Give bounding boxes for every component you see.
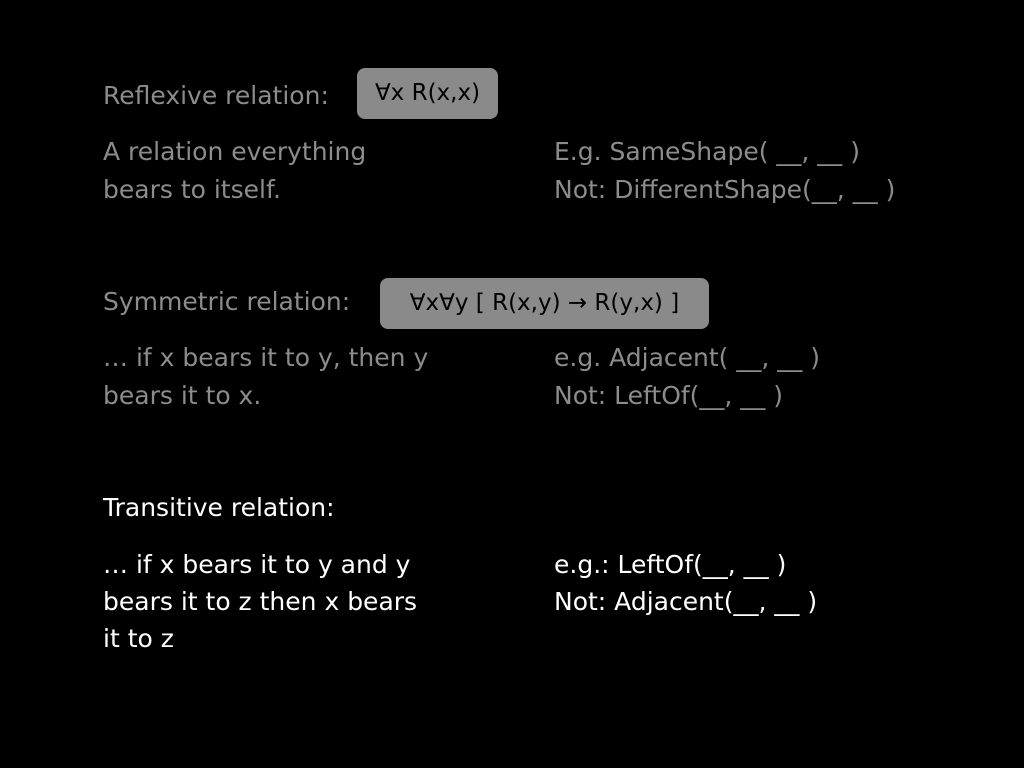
transitive-title: Transitive relation: <box>103 493 335 522</box>
reflexive-example: E.g. SameShape( __, __ ) <box>554 137 861 166</box>
symmetric-example: e.g. Adjacent( __, __ ) <box>554 343 820 372</box>
reflexive-description-line-1: A relation everything <box>103 137 367 166</box>
symmetric-description-line-2: bears it to x. <box>103 381 262 410</box>
transitive-description-line-3: it to z <box>103 624 174 653</box>
symmetric-counterexample: Not: LeftOf(__, __ ) <box>554 381 784 410</box>
transitive-counterexample: Not: Adjacent(__, __ ) <box>554 587 818 616</box>
symmetric-description-line-1: … if x bears it to y, then y <box>103 343 429 372</box>
transitive-description-line-1: … if x bears it to y and y <box>103 550 411 579</box>
transitive-example: e.g.: LeftOf(__, __ ) <box>554 550 787 579</box>
reflexive-description-line-2: bears to itself. <box>103 175 281 204</box>
symmetric-title: Symmetric relation: <box>103 287 351 316</box>
symmetric-formula-box: ∀x∀y [ R(x,y) → R(y,x) ] <box>380 278 709 329</box>
reflexive-formula-box: ∀x R(x,x) <box>357 68 498 119</box>
transitive-description-line-2: bears it to z then x bears <box>103 587 418 616</box>
reflexive-counterexample: Not: DifferentShape(__, __ ) <box>554 175 896 204</box>
reflexive-title: Reflexive relation: <box>103 81 329 110</box>
